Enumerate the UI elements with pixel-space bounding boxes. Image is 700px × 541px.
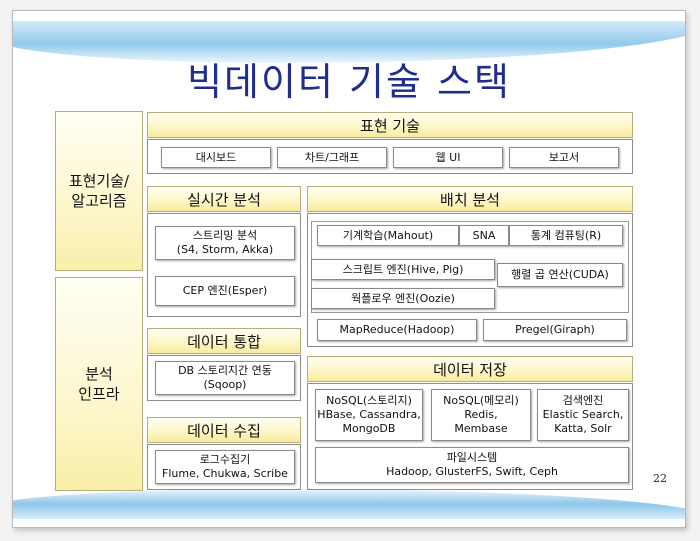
item-script-engine: 스크립트 엔진(Hive, Pig) [311, 259, 495, 280]
item-machine-learning: 기계학습(Mahout) [317, 225, 459, 246]
label-analysis-infra: 분석 인프라 [55, 277, 143, 491]
item-filesystem: 파일시스템 Hadoop, GlusterFS, Swift, Ceph [315, 447, 629, 483]
item-cep-engine: CEP 엔진(Esper) [155, 276, 295, 306]
label-presentation-algorithm: 표현기술/ 알고리즘 [55, 111, 143, 271]
item-pregel: Pregel(Giraph) [483, 319, 627, 341]
header-data-integration: 데이터 통합 [147, 328, 301, 354]
item-web-ui: 웹 UI [393, 147, 503, 168]
header-presentation: 표현 기술 [147, 112, 633, 138]
header-realtime-analysis: 실시간 분석 [147, 186, 301, 212]
slide: 빅데이터 기술 스택 표현기술/ 알고리즘 분석 인프라 표현 기술 대시보드 … [12, 10, 686, 528]
item-log-collector: 로그수집기 Flume, Chukwa, Scribe [155, 450, 295, 484]
header-data-collection: 데이터 수집 [147, 417, 301, 443]
item-mapreduce: MapReduce(Hadoop) [317, 319, 477, 341]
slide-title: 빅데이터 기술 스택 [187, 60, 511, 104]
item-dashboard: 대시보드 [161, 147, 271, 168]
item-nosql-memory: NoSQL(메모리) Redis, Membase [431, 389, 531, 441]
item-report: 보고서 [509, 147, 619, 168]
label-analysis-infra-text: 분석 인프라 [78, 365, 120, 403]
page-number: 22 [653, 472, 667, 485]
bottom-wave-decoration [13, 489, 685, 519]
item-sna: SNA [459, 225, 509, 246]
item-statistical-computing: 통계 컴퓨팅(R) [509, 225, 623, 246]
item-chart-graph: 차트/그래프 [277, 147, 387, 168]
item-matrix-multiplication: 행렬 곱 연산(CUDA) [497, 263, 623, 287]
item-db-storage-sync: DB 스토리지간 연동 (Sqoop) [155, 361, 295, 395]
item-nosql-storage: NoSQL(스토리지) HBase, Cassandra, MongoDB [315, 389, 423, 441]
label-presentation-algorithm-text: 표현기술/ 알고리즘 [68, 172, 130, 210]
header-data-storage: 데이터 저장 [307, 356, 633, 382]
item-search-engine: 검색엔진 Elastic Search, Katta, Solr [537, 389, 629, 441]
item-streaming-analysis: 스트리밍 분석 (S4, Storm, Akka) [155, 226, 295, 260]
item-workflow-engine: 웍플로우 엔진(Oozie) [311, 288, 495, 309]
header-batch-analysis: 배치 분석 [307, 186, 633, 212]
